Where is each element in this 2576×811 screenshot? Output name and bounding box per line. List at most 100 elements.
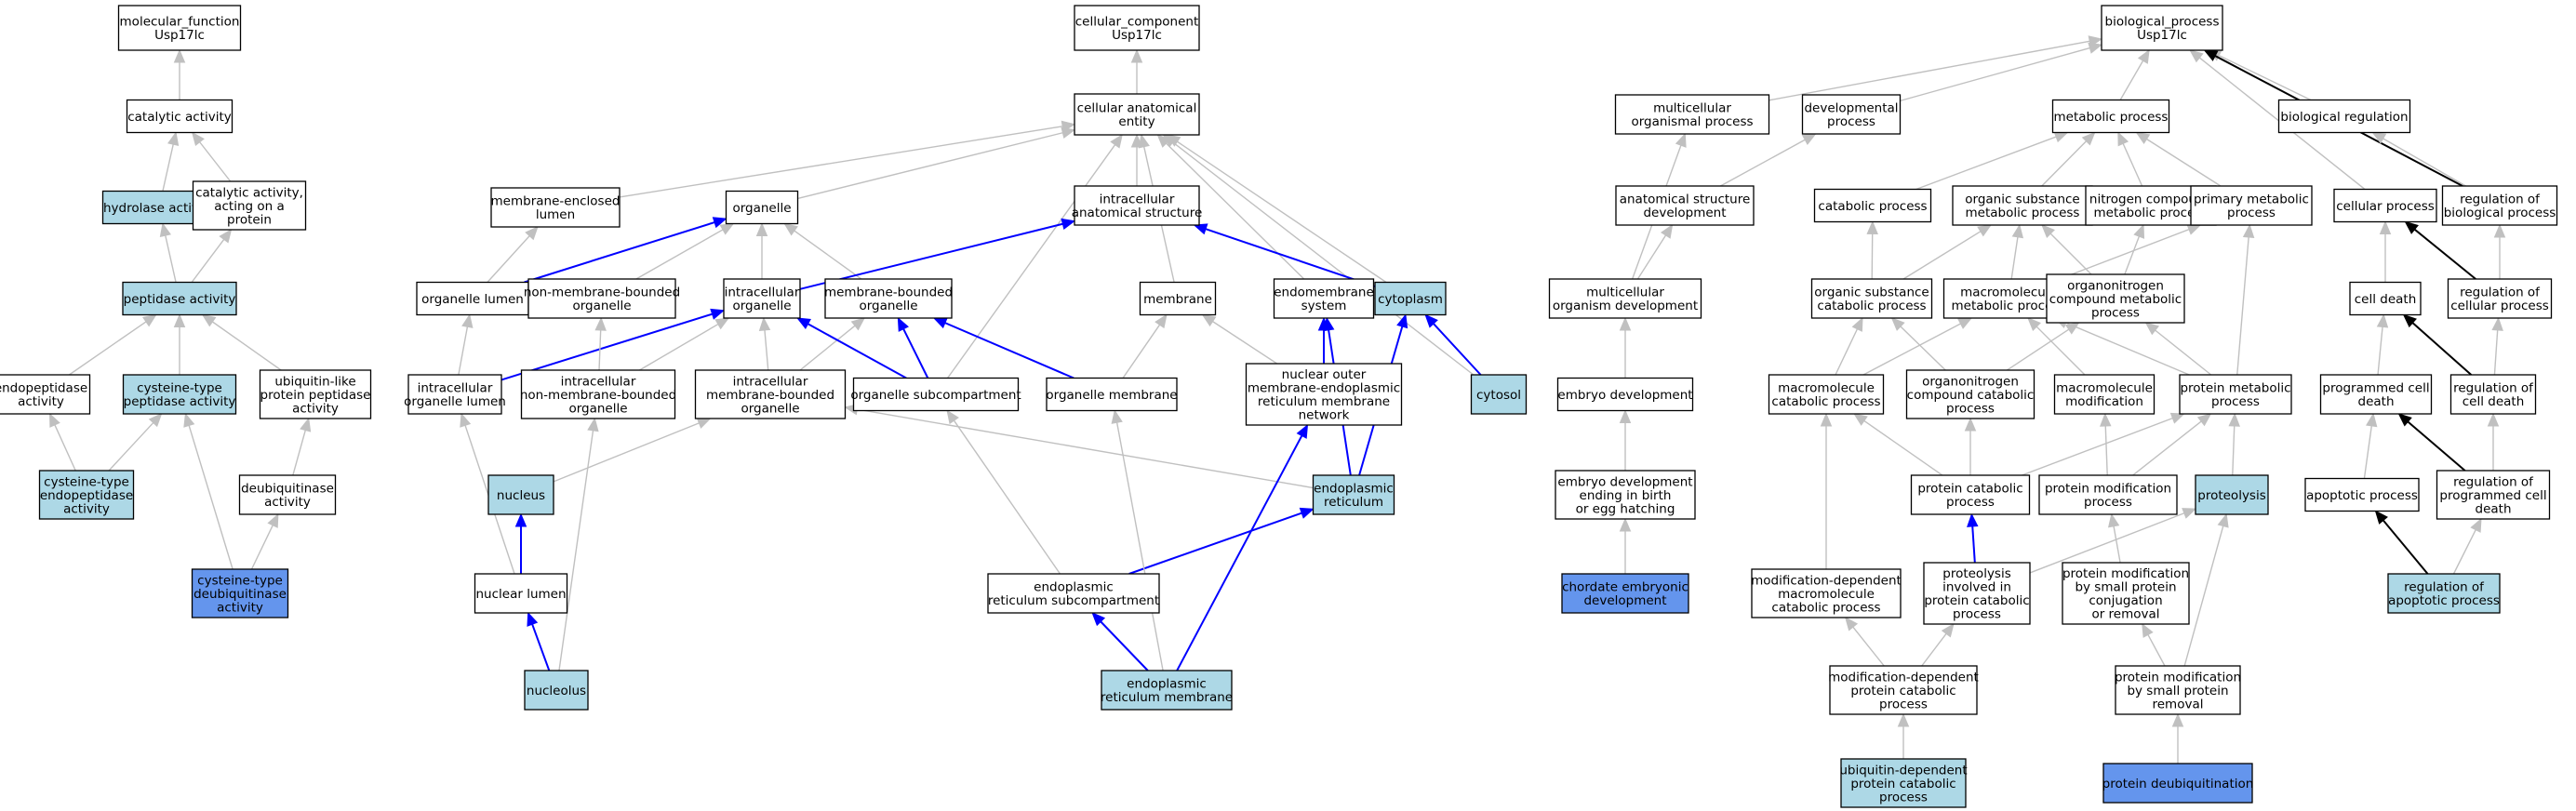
node-box: [416, 281, 529, 316]
edge-part-of: [897, 316, 929, 379]
go-term-node-nuc-er-net[interactable]: nuclear outermembrane-endoplasmicreticul…: [1245, 363, 1403, 426]
node-box: [2115, 665, 2241, 715]
edge-line: [2232, 425, 2236, 476]
edge-is-a: [292, 417, 312, 476]
edge-arrowhead: [183, 412, 195, 428]
edge-line: [2041, 140, 2088, 187]
go-term-node-embryo-dev[interactable]: embryo development: [1556, 377, 1694, 412]
go-term-node-bio-reg[interactable]: biological regulation: [2277, 99, 2411, 134]
go-term-node-organelle[interactable]: organelle: [725, 190, 799, 225]
go-term-node-nuc-lumen[interactable]: nuclear lumen: [474, 573, 568, 614]
edge-is-a: [594, 316, 607, 371]
go-term-node-catab[interactable]: catabolic process: [1813, 188, 1932, 223]
node-box: [1813, 188, 1932, 223]
go-term-node-org-membrane[interactable]: organelle membrane: [1046, 377, 1178, 412]
go-term-node-membrane[interactable]: membrane: [1139, 281, 1217, 316]
node-label-line: modification: [2065, 394, 2143, 409]
node-box: [490, 187, 621, 228]
node-label-line: organelle: [741, 401, 799, 416]
go-term-node-cytosol[interactable]: cytosol: [1470, 374, 1528, 415]
node-label-line: catabolic process: [1771, 394, 1880, 409]
go-term-node-met-proc[interactable]: metabolic process: [2051, 99, 2170, 134]
node-box: [1768, 374, 1885, 415]
edge-line: [1768, 40, 2090, 101]
edge-arrowhead: [1111, 409, 1123, 424]
node-label-line: cysteine-type: [44, 474, 129, 489]
go-term-node-catalytic[interactable]: catalytic activity: [126, 99, 234, 134]
edge-arrowhead: [2487, 412, 2500, 427]
go-term-node-cell-proc[interactable]: cellular process: [2333, 188, 2437, 223]
go-term-node-cytoplasm[interactable]: cytoplasm: [1374, 281, 1447, 316]
node-box: [2102, 763, 2253, 804]
edge-is-a: [639, 317, 730, 371]
go-term-node-nucleus[interactable]: nucleus: [487, 474, 554, 515]
edge-line: [1177, 140, 1387, 284]
edge-line: [1921, 632, 1947, 667]
go-term-node-peptidase[interactable]: peptidase activity: [122, 281, 237, 316]
go-term-node-cell-death[interactable]: cell death: [2349, 281, 2422, 316]
edge-line: [54, 424, 76, 472]
go-term-node-org-subcomp[interactable]: organelle subcompartment: [850, 377, 1021, 412]
node-box: [238, 474, 337, 515]
go-term-node-nucleolus[interactable]: nucleolus: [524, 670, 589, 711]
node-label-line: cellular process: [2450, 299, 2549, 313]
go-term-node-apoptotic[interactable]: apoptotic process: [2304, 477, 2420, 512]
go-term-node-org-lumen[interactable]: organelle lumen: [416, 281, 529, 316]
edge-line: [799, 222, 1063, 290]
go-term-node-proteolysis[interactable]: proteolysis: [2195, 474, 2269, 515]
go-term-node-prot-deubiq[interactable]: protein deubiquitination: [2102, 763, 2254, 804]
go-term-node-mod-dep-macro-cat[interactable]: modification-dependentmacromoleculecatab…: [1751, 568, 1902, 618]
edge-line: [2124, 235, 2141, 275]
go-term-node-ic-nmb-org[interactable]: intracellularnon-membrane-boundedorganel…: [520, 369, 676, 419]
